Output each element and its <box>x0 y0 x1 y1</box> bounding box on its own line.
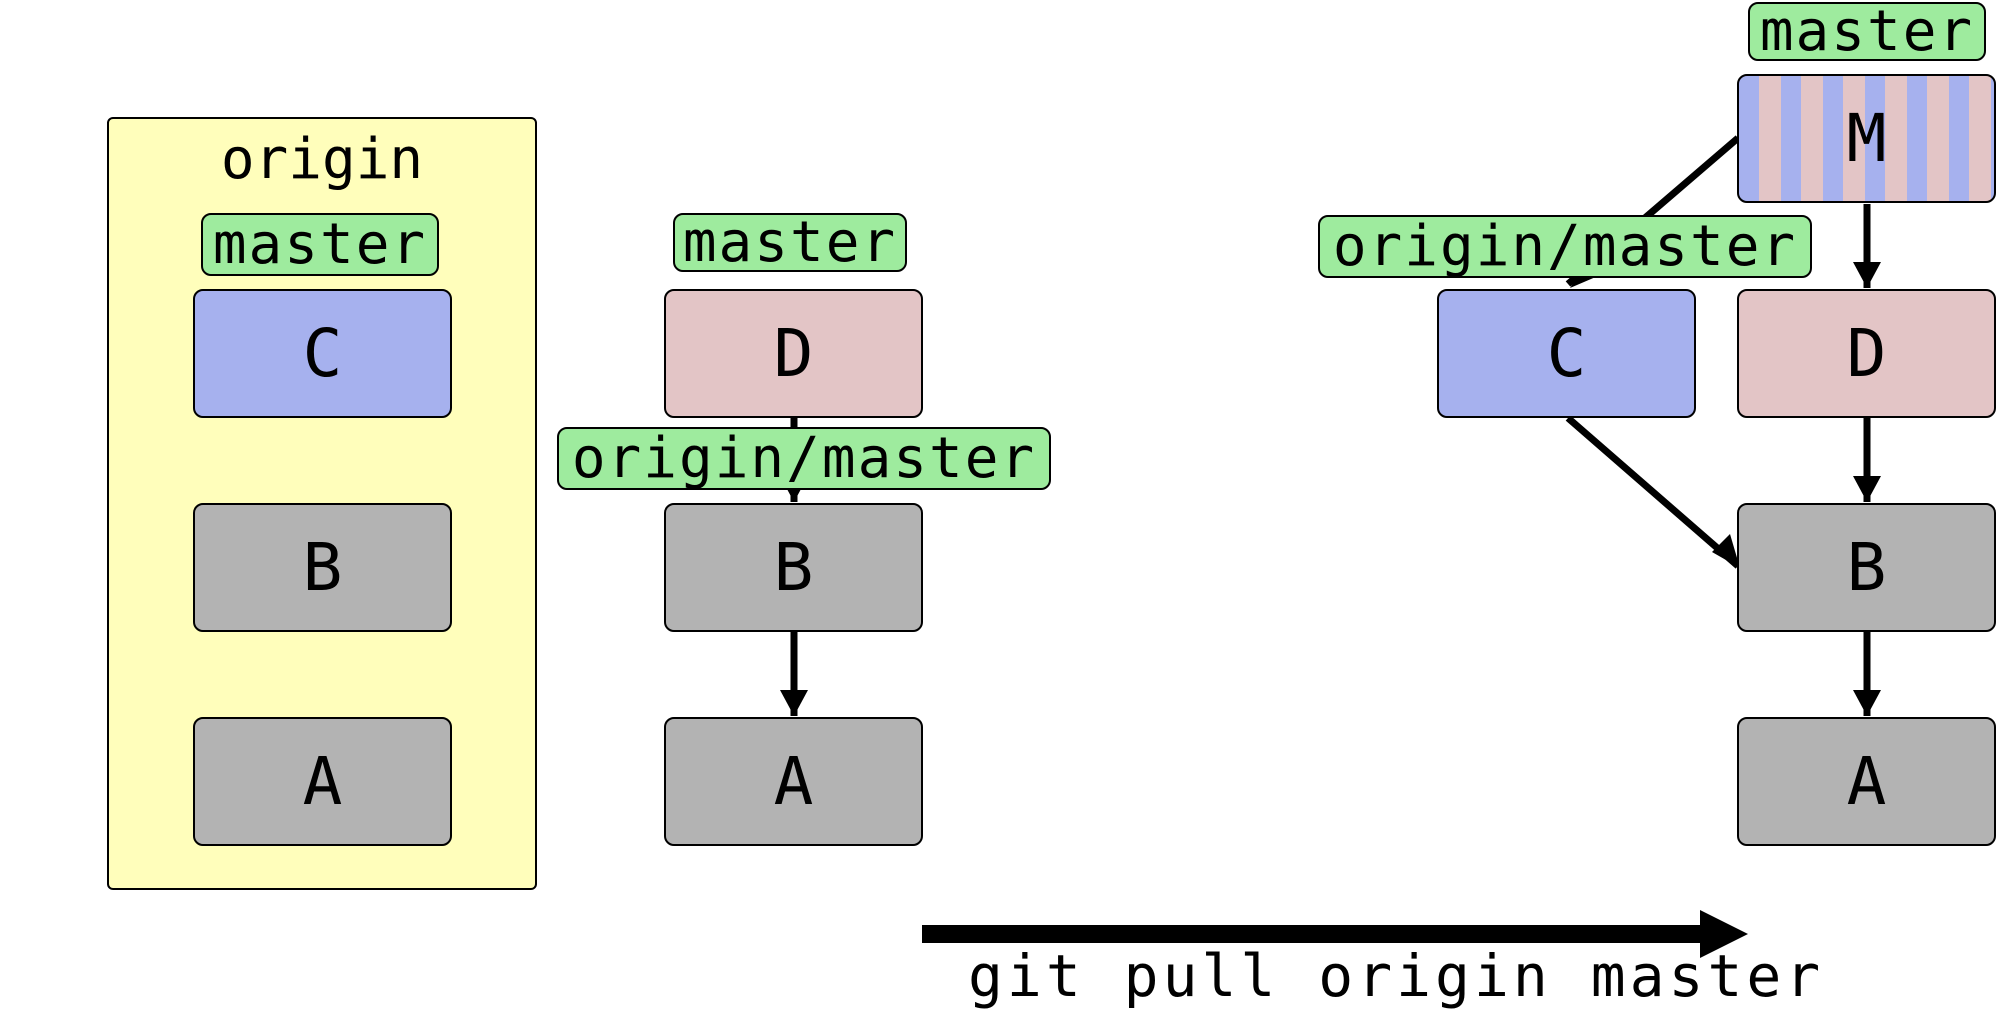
merge-commit-m: M <box>1737 74 1996 203</box>
origin-title: origin <box>220 127 424 192</box>
after-commit-a: A <box>1737 717 1996 846</box>
command-arrow-shaft <box>922 925 1712 943</box>
after-master-label: master <box>1748 0 1986 64</box>
arrowhead-d <box>1853 262 1881 288</box>
arrowhead-b-from-d <box>1853 476 1881 502</box>
after-origin-master-label: origin/master <box>1318 214 1812 279</box>
origin-master-label: master <box>201 212 439 277</box>
origin-commit-c: C <box>193 289 452 418</box>
after-commit-d: D <box>1737 289 1996 418</box>
arrowhead-local-a <box>780 690 808 716</box>
origin-commit-a: A <box>193 717 452 846</box>
local-commit-d: D <box>664 289 923 418</box>
local-commit-b: B <box>664 503 923 632</box>
local-commit-a: A <box>664 717 923 846</box>
arrowhead-b-from-c <box>1712 534 1740 568</box>
after-commit-b: B <box>1737 503 1996 632</box>
local-master-label: master <box>673 210 907 275</box>
after-commit-c: C <box>1437 289 1696 418</box>
origin-commit-b: B <box>193 503 452 632</box>
arrow-c-to-b <box>1565 415 1741 569</box>
command-arrow-head <box>1700 910 1748 958</box>
command-caption: git pull origin master <box>968 942 1825 1010</box>
local-origin-master-label: origin/master <box>557 426 1051 491</box>
arrowhead-a <box>1853 690 1881 716</box>
